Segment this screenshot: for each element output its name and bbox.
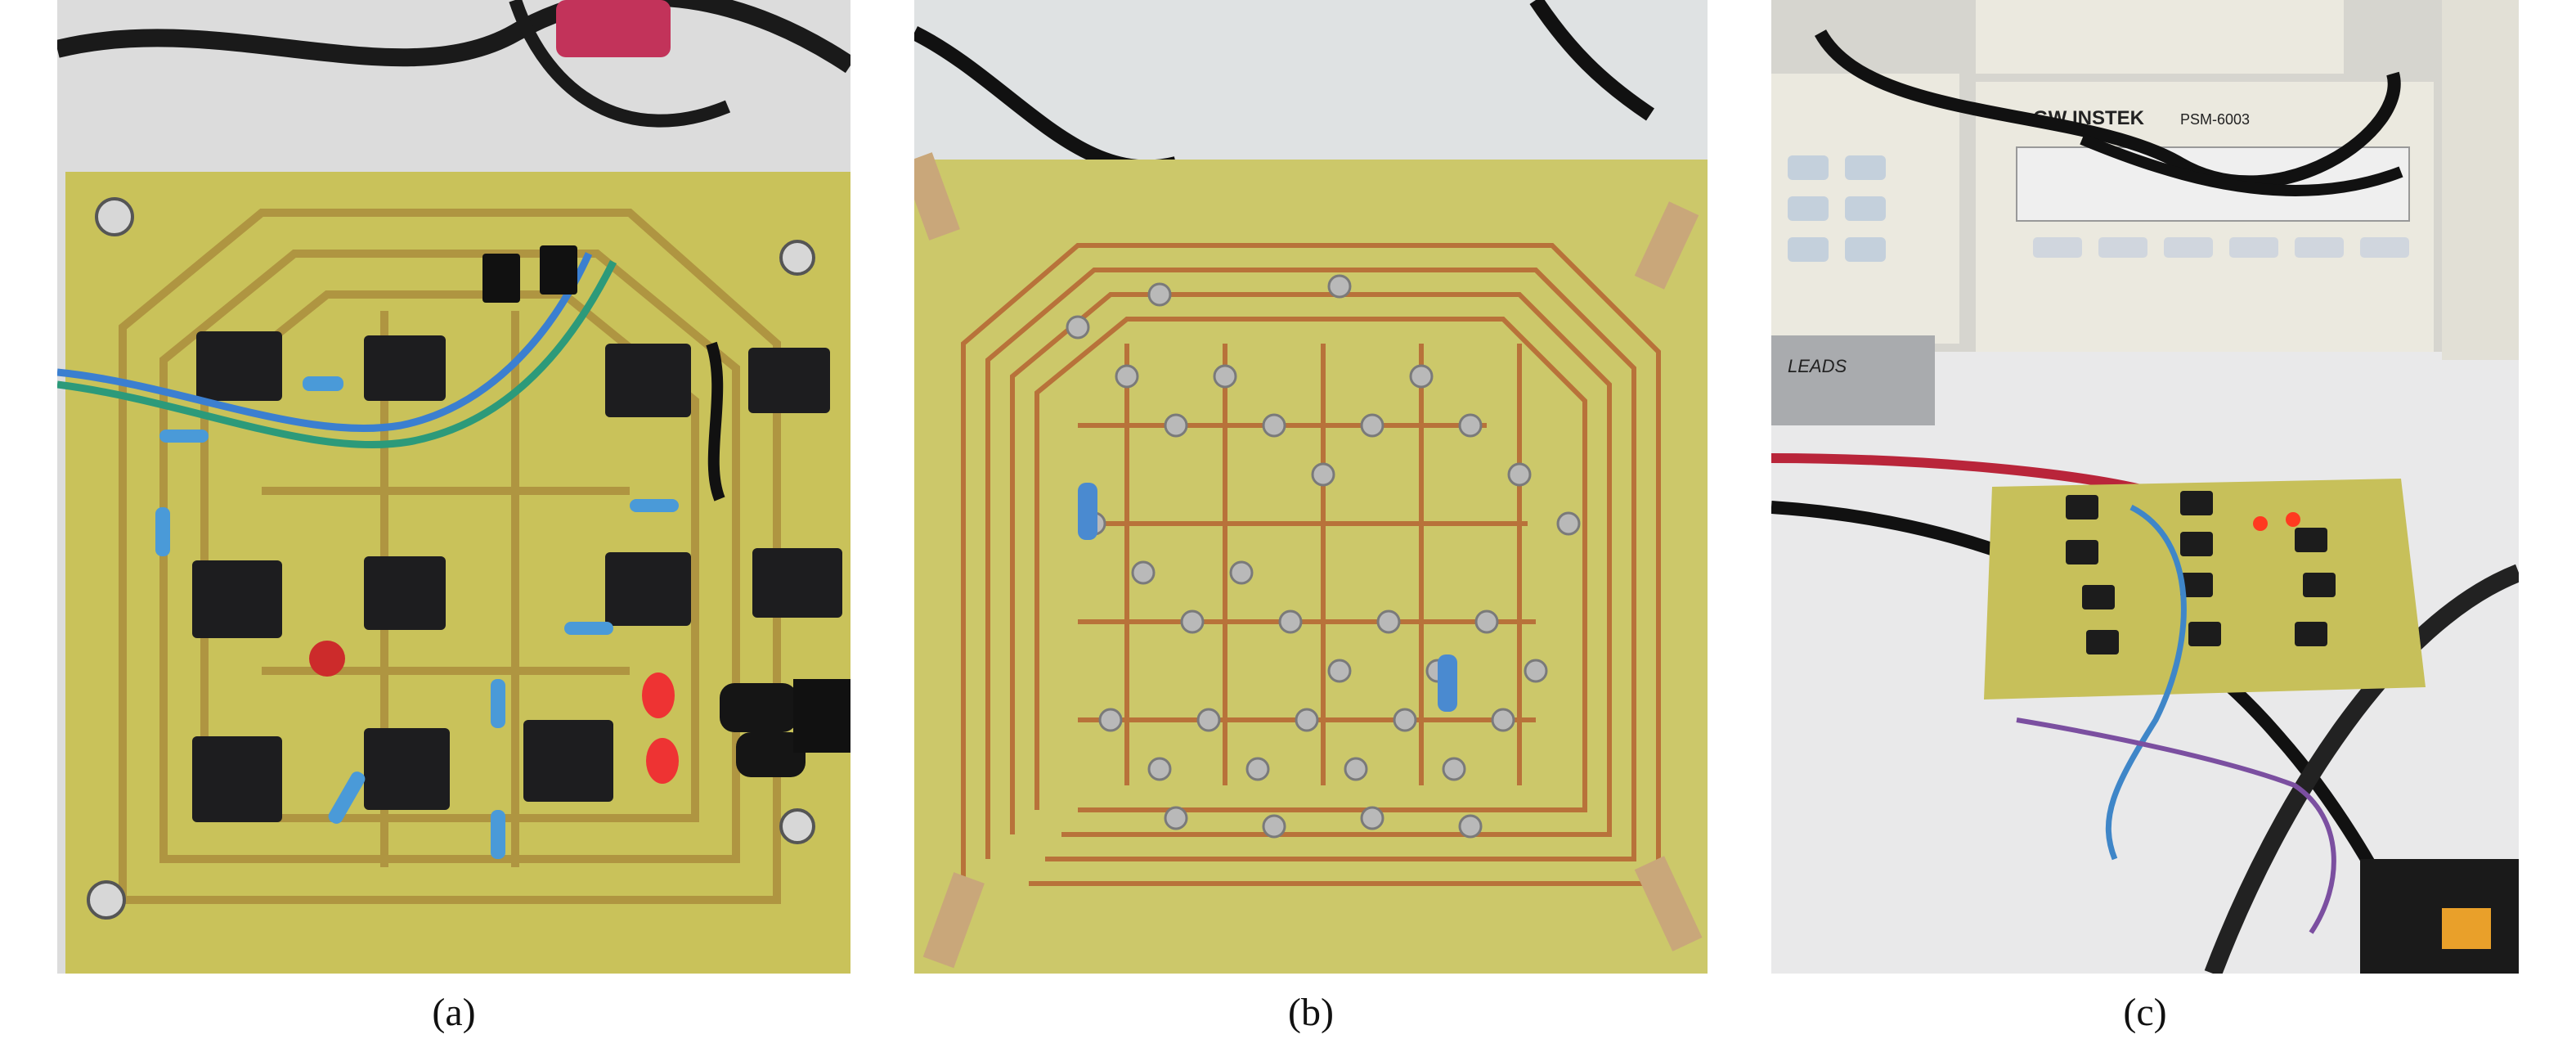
leads-label-text: LEADS	[1788, 356, 1847, 376]
lab-test-setup-image: GW INSTEK PSM-6003 LEADS	[1771, 0, 2519, 974]
photo-panel-c: GW INSTEK PSM-6003 LEADS	[1771, 0, 2519, 974]
photo-panel-b	[914, 0, 1708, 974]
instrument-model-text: PSM-6003	[2180, 111, 2250, 128]
photo-panel-a	[57, 0, 850, 974]
pcb-solder-side-image	[914, 0, 1708, 974]
pcb-component-side-image	[57, 0, 850, 974]
ic-chips	[192, 331, 842, 822]
test-leads-box	[1771, 335, 1935, 425]
solder-joints	[1066, 274, 1581, 839]
panel-label-c: (c)	[2123, 991, 2167, 1034]
panel-label-a: (a)	[432, 991, 476, 1034]
panel-label-b: (b)	[1288, 991, 1334, 1034]
